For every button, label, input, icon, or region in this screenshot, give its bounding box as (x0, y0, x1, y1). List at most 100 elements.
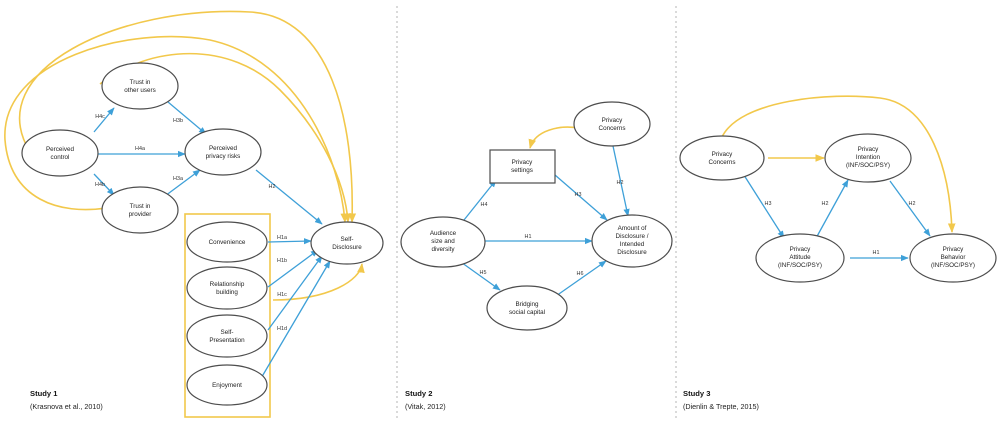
s1-node-perceived-control: Perceived control (21, 129, 99, 177)
s3-node-privacy-attitude: Privacy Attitude (INF/SOC/PSY) (755, 233, 845, 283)
svg-text:Relationship: Relationship (210, 281, 245, 288)
s1-path-h3a (164, 169, 201, 197)
svg-text:control: control (51, 154, 70, 161)
s3-node-privacy-intention: Privacy Intention (INF/SOC/PSY) (824, 133, 912, 183)
svg-text:Privacy: Privacy (512, 159, 533, 166)
s1-node-self-presentation: Self- Presentation (186, 314, 268, 358)
s3-path-h2-attitude-intention (814, 179, 849, 241)
s1-label-h1b: H1b (277, 258, 287, 264)
svg-text:Self-: Self- (341, 236, 354, 243)
svg-text:Privacy: Privacy (858, 146, 879, 153)
svg-text:Perceived: Perceived (46, 146, 74, 153)
s1-path-h1a (267, 238, 312, 245)
s2-node-audience: Audience size and diversity (400, 216, 486, 268)
s1-path-h1b (267, 249, 319, 288)
s1-title: Study 1 (30, 389, 58, 398)
s2-citation: (Vitak, 2012) (405, 402, 446, 411)
svg-text:building: building (216, 289, 238, 296)
svg-text:Concerns: Concerns (709, 159, 736, 166)
s1-feedback-trust-users-disclosure (99, 52, 352, 223)
s2-label-h5: H5 (480, 270, 487, 276)
s2-label-h4: H4 (481, 202, 488, 208)
s1-node-self-disclosure: Self- Disclosure (310, 221, 384, 265)
svg-text:diversity: diversity (431, 246, 455, 253)
svg-text:Behavior: Behavior (941, 254, 966, 261)
s3-title: Study 3 (683, 389, 710, 398)
s1-node-relationship-building: Relationship building (186, 266, 268, 310)
svg-text:provider: provider (129, 211, 152, 218)
svg-text:Concerns: Concerns (599, 125, 626, 132)
svg-text:Disclosure: Disclosure (617, 249, 647, 256)
s1-label-h1d: H1d (277, 326, 287, 332)
s1-path-h3b (167, 101, 207, 135)
s1-label-h1a: H1a (277, 235, 287, 241)
s2-label-h3: H3 (575, 192, 582, 198)
svg-text:Audience: Audience (430, 230, 457, 237)
svg-text:Perceived: Perceived (209, 145, 237, 152)
s1-label-h3a: H3a (173, 176, 183, 182)
s2-label-h2: H2 (617, 180, 624, 186)
s1-label-h4c: H4c (95, 114, 105, 120)
s1-label-h4b: H4b (95, 182, 105, 188)
s1-label-h4a: H4a (135, 146, 145, 152)
s3-label-h1: H1 (873, 250, 880, 256)
svg-text:settings: settings (511, 167, 533, 174)
svg-text:Intention: Intention (856, 154, 881, 161)
svg-text:Disclosure: Disclosure (332, 244, 362, 251)
s1-node-enjoyment: Enjoyment (186, 364, 268, 406)
s3-label-h2b: H2 (909, 201, 916, 207)
s2-path-h4 (459, 179, 497, 226)
s1-citation: (Krasnova et al., 2010) (30, 402, 103, 411)
s2-path-h2 (612, 145, 630, 217)
s1-feedback-control-disclosure (18, 10, 357, 223)
s3-label-h2a: H2 (822, 201, 829, 207)
s2-node-privacy-concerns: Privacy Concerns (573, 101, 651, 147)
svg-text:Disclosure /: Disclosure / (616, 233, 649, 240)
svg-text:Privacy: Privacy (712, 151, 733, 158)
svg-text:social capital: social capital (509, 309, 545, 316)
svg-text:Trust in: Trust in (130, 79, 151, 86)
svg-text:Privacy: Privacy (790, 246, 811, 253)
s3-path-h3 (741, 171, 785, 239)
s3-node-privacy-concerns: Privacy Concerns (679, 135, 765, 181)
s1-node-trust-other-users: Trust in other users (101, 62, 179, 110)
svg-text:Amount of: Amount of (618, 225, 647, 232)
s1-feedback-trust-provider-disclosure (4, 35, 349, 223)
s2-feedback-concerns-settings (528, 126, 579, 149)
s1-path-h1d (259, 260, 331, 381)
svg-text:Attitude: Attitude (789, 254, 811, 261)
s3-feedback-concerns-behavior (721, 95, 956, 233)
s2-path-h6 (555, 260, 607, 297)
svg-text:privacy risks: privacy risks (206, 153, 241, 160)
s2-node-amount-disclosure: Amount of Disclosure / Intended Disclosu… (591, 214, 673, 268)
s1-label-h1c: H1c (277, 292, 287, 298)
svg-text:Enjoyment: Enjoyment (212, 382, 242, 389)
svg-text:(INF/SOC/PSY): (INF/SOC/PSY) (846, 162, 890, 169)
svg-text:Bridging: Bridging (515, 301, 539, 308)
s3-node-privacy-behavior: Privacy Behavior (INF/SOC/PSY) (909, 233, 997, 283)
s2-node-privacy-settings: Privacy settings (489, 149, 556, 184)
s2-label-h6: H6 (577, 271, 584, 277)
s1-path-h2 (255, 169, 323, 225)
s2-title: Study 2 (405, 389, 432, 398)
s2-path-h5 (457, 259, 501, 291)
svg-text:(INF/SOC/PSY): (INF/SOC/PSY) (931, 262, 975, 269)
s1-label-h2: H2 (269, 184, 276, 190)
svg-text:other users: other users (124, 87, 156, 94)
svg-text:Intended: Intended (620, 241, 645, 248)
s1-node-trust-provider: Trust in provider (101, 186, 179, 234)
svg-text:Privacy: Privacy (602, 117, 623, 124)
s3-citation: (Dienlin & Trepte, 2015) (683, 402, 759, 411)
s1-node-perceived-privacy-risks: Perceived privacy risks (184, 128, 262, 176)
svg-text:Self-: Self- (221, 329, 234, 336)
s1-path-h4b (93, 173, 115, 196)
svg-text:Convenience: Convenience (209, 239, 246, 246)
s2-path-h3 (554, 174, 608, 221)
svg-text:Trust in: Trust in (130, 203, 151, 210)
s2-node-bridging-social-capital: Bridging social capital (486, 285, 568, 331)
svg-text:Presentation: Presentation (209, 337, 245, 344)
s1-path-h4c (93, 107, 115, 133)
svg-text:Privacy: Privacy (943, 246, 964, 253)
s3-path-h2-intention-behavior (889, 180, 931, 237)
